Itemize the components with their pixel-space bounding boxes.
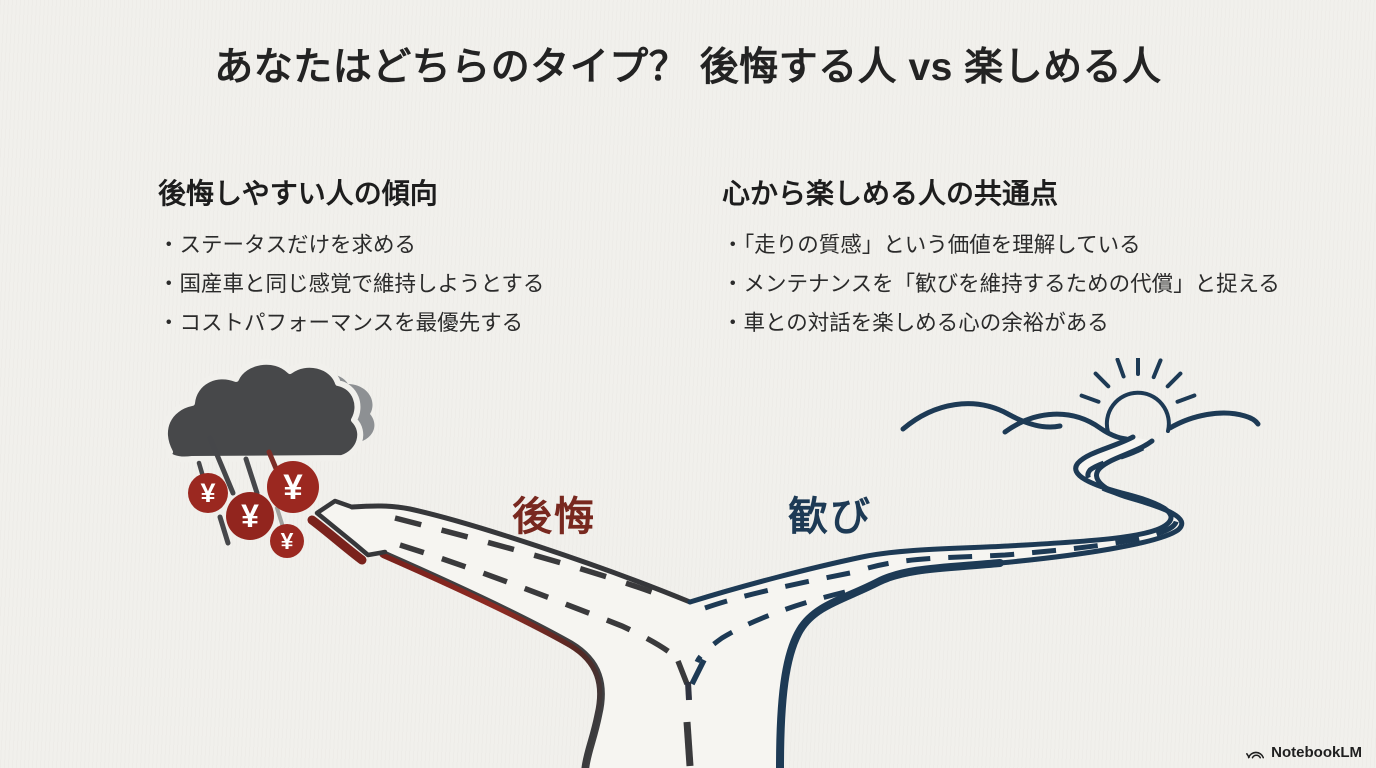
- bullet-item: ・国産車と同じ感覚で維持しようとする: [158, 272, 545, 296]
- svg-text:¥: ¥: [283, 468, 303, 507]
- joy-bullet-list: ・「走りの質感」という価値を理解している ・メンテナンスを「歓びを維持するための…: [722, 226, 1370, 343]
- arrow-road-icon: [307, 434, 1185, 768]
- page-title: あなたはどちらのタイプ？ 後悔する人 vs 楽しめる人: [214, 46, 1162, 89]
- joy-road-label: 歓び: [788, 495, 872, 539]
- notebooklm-logo-icon: [1246, 751, 1265, 759]
- bullet-item: ・ステータスだけを求める: [158, 233, 417, 257]
- bullet-item: ・メンテナンスを「歓びを維持するための代償」と捉える: [722, 272, 1280, 296]
- sun-rays: [1079, 358, 1197, 404]
- rain-cloud-icon: ¥ ¥ ¥ ¥: [162, 358, 375, 558]
- fork-y-marking: [675, 658, 707, 767]
- yen-coin-icon: ¥ ¥ ¥ ¥: [188, 461, 319, 558]
- regret-road-label: 後悔: [512, 495, 596, 539]
- sun-horizon-icon: [900, 358, 1261, 442]
- joy-panel-heading: 心から楽しめる人の共通点: [722, 178, 1059, 209]
- fork-road-illustration: ¥ ¥ ¥ ¥: [162, 358, 1261, 768]
- regret-panel: 後悔しやすい人の傾向 ・ステータスだけを求める ・国産車と同じ感覚で維持しようと…: [158, 176, 678, 343]
- bullet-item: ・コストパフォーマンスを最優先する: [158, 311, 524, 335]
- joy-panel: 心から楽しめる人の共通点 ・「走りの質感」という価値を理解している ・メンテナン…: [722, 176, 1370, 343]
- brand-name: NotebookLM: [1271, 744, 1362, 761]
- bullet-item: ・車との対話を楽しめる心の余裕がある: [722, 311, 1109, 335]
- svg-text:¥: ¥: [281, 528, 294, 554]
- regret-panel-heading: 後悔しやすい人の傾向: [158, 178, 438, 209]
- svg-text:¥: ¥: [241, 498, 259, 534]
- regret-bullet-list: ・ステータスだけを求める ・国産車と同じ感覚で維持しようとする ・コストパフォー…: [158, 226, 678, 343]
- brand-footer: NotebookLM: [1246, 744, 1362, 761]
- svg-text:¥: ¥: [200, 478, 215, 508]
- bullet-item: ・「走りの質感」という価値を理解している: [722, 233, 1141, 257]
